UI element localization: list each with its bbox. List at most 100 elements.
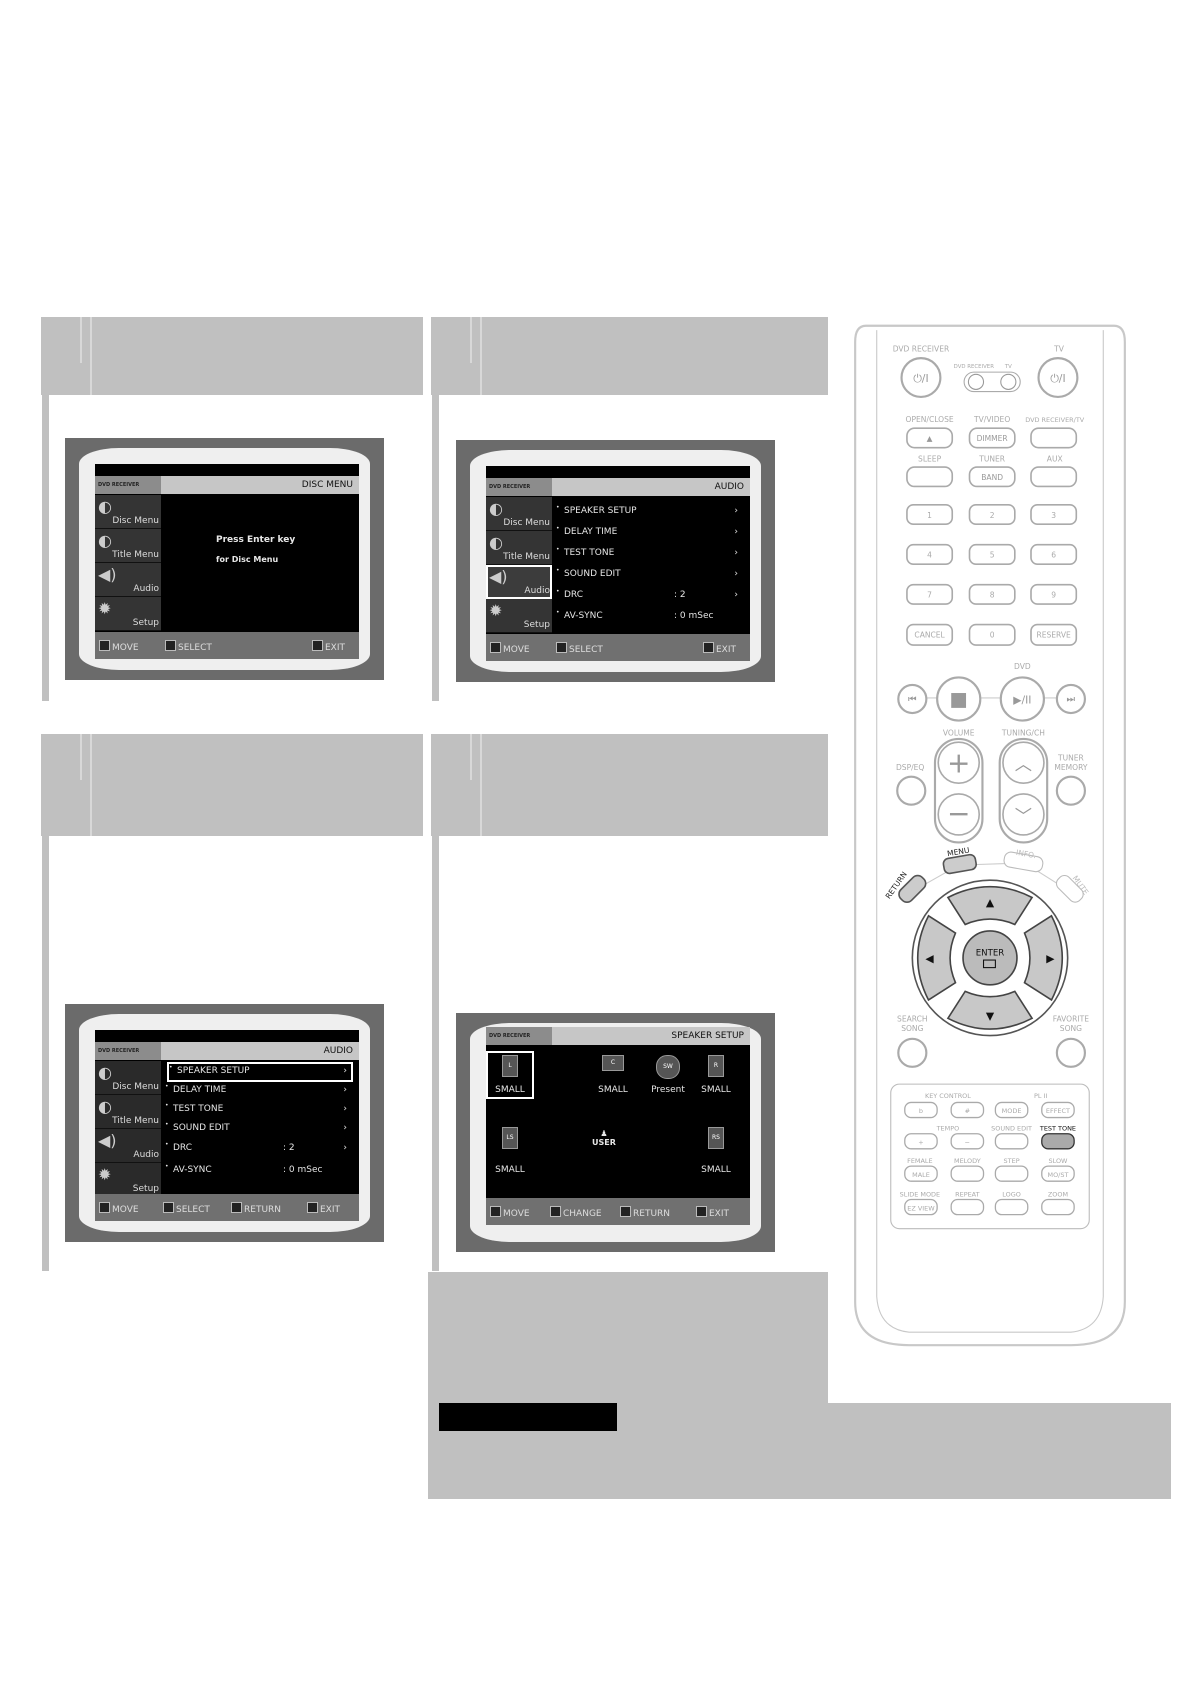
- sidebar-item-disc-menu[interactable]: ◐Disc Menu: [486, 497, 552, 531]
- sidebar-item-title-menu[interactable]: ◐Title Menu: [95, 529, 161, 563]
- disc-icon: ◐: [98, 497, 112, 516]
- key-sharp-button[interactable]: [950, 1101, 985, 1119]
- next-button[interactable]: [1055, 683, 1087, 715]
- key-2[interactable]: [968, 504, 1016, 526]
- function-panel: [890, 1083, 1090, 1230]
- volume-down-button[interactable]: [937, 793, 981, 836]
- key-1[interactable]: [906, 504, 954, 526]
- mute-button[interactable]: [1054, 873, 1086, 905]
- key-3[interactable]: [1030, 504, 1078, 526]
- sleep-button[interactable]: [906, 466, 954, 488]
- dvd-receiver-power-button[interactable]: ⏻/I: [900, 357, 942, 399]
- menu-item-delay-time[interactable]: •DELAY TIME›: [165, 1083, 347, 1095]
- menu-item-av-sync[interactable]: •AV-SYNC: 0 mSec: [556, 609, 714, 621]
- test-tone-button[interactable]: [1041, 1133, 1075, 1150]
- footer-move: MOVE: [490, 642, 530, 655]
- svg-text:EZ VIEW: EZ VIEW: [907, 1204, 935, 1212]
- info-button[interactable]: [1003, 851, 1044, 873]
- step-2-border: [432, 395, 439, 701]
- menu-item-sound-edit[interactable]: •SOUND EDIT›: [556, 567, 738, 579]
- tempo-up-button[interactable]: [904, 1133, 938, 1150]
- step-button[interactable]: [994, 1165, 1029, 1182]
- sidebar-item-title-menu[interactable]: ◐Title Menu: [95, 1095, 161, 1129]
- menu-item-delay-time[interactable]: •DELAY TIME›: [556, 525, 738, 537]
- sidebar-item-audio[interactable]: ◀)Audio: [95, 1129, 161, 1163]
- key-8[interactable]: [968, 583, 1016, 605]
- sound-edit-button[interactable]: [994, 1133, 1029, 1150]
- menu-item-av-sync[interactable]: •AV-SYNC: 0 mSec: [165, 1163, 323, 1175]
- return-button[interactable]: [896, 873, 928, 905]
- menu-item-test-tone[interactable]: •TEST TONE›: [165, 1102, 347, 1114]
- volume-up-button[interactable]: [937, 741, 981, 784]
- repeat-button[interactable]: [950, 1198, 985, 1216]
- favorite-song-button[interactable]: [1055, 1037, 1087, 1068]
- menu-item-speaker-setup[interactable]: •SPEAKER SETUP›: [556, 504, 738, 516]
- male-female-button[interactable]: [904, 1165, 938, 1182]
- tv-power-button[interactable]: ⏻/I: [1037, 357, 1079, 399]
- key-flat-button[interactable]: [904, 1101, 938, 1119]
- aux-button[interactable]: [1030, 466, 1078, 488]
- menu-button[interactable]: [942, 853, 977, 875]
- tempo-down-button[interactable]: [950, 1133, 985, 1150]
- sidebar-item-audio[interactable]: ◀)Audio: [486, 565, 552, 599]
- nav-left-button[interactable]: [916, 914, 957, 1002]
- mode-tv-button[interactable]: [1000, 373, 1017, 390]
- tuner-memory-label: TUNER: [1057, 753, 1085, 762]
- sidebar-item-disc-menu[interactable]: ◐Disc Menu: [95, 495, 161, 529]
- effect-button[interactable]: [1041, 1101, 1075, 1119]
- tuning-up-button[interactable]: [1002, 741, 1045, 784]
- sidebar-item-setup[interactable]: ✹Setup: [95, 1163, 161, 1197]
- key-7[interactable]: [906, 583, 954, 605]
- sidebar-item-title-menu[interactable]: ◐Title Menu: [486, 531, 552, 565]
- menu-item-speaker-setup[interactable]: •SPEAKER SETUP›: [167, 1062, 353, 1082]
- sidebar-item-setup[interactable]: ✹Setup: [486, 599, 552, 633]
- slow-mo-st-button[interactable]: [1041, 1165, 1075, 1182]
- nav-right-button[interactable]: [1023, 914, 1064, 1002]
- dimmer-button[interactable]: [968, 427, 1016, 449]
- play-pause-button[interactable]: [999, 676, 1046, 722]
- key-4[interactable]: [906, 543, 954, 565]
- open-close-button[interactable]: [906, 427, 954, 449]
- mode-button[interactable]: [994, 1101, 1029, 1119]
- zoom-button[interactable]: [1041, 1198, 1075, 1216]
- tuner-memory-button[interactable]: [1055, 775, 1087, 806]
- key-5[interactable]: [968, 543, 1016, 565]
- ez-view-button[interactable]: [904, 1198, 938, 1216]
- dvd-receiver-tv-button[interactable]: [1030, 427, 1078, 449]
- enter-button[interactable]: [962, 930, 1018, 986]
- reserve-button[interactable]: [1030, 623, 1078, 646]
- melody-button[interactable]: [950, 1165, 985, 1182]
- mode-dvd-receiver-button[interactable]: [967, 373, 985, 390]
- previous-button[interactable]: [897, 683, 928, 715]
- svg-text:MEMORY: MEMORY: [1054, 763, 1087, 772]
- key-9[interactable]: [1030, 583, 1078, 605]
- cancel-button[interactable]: [906, 623, 954, 646]
- stop-button[interactable]: [936, 676, 982, 722]
- key-0[interactable]: [968, 623, 1016, 646]
- tuning-down-button[interactable]: [1002, 793, 1045, 836]
- key-6[interactable]: [1030, 543, 1078, 565]
- search-song-button[interactable]: [897, 1037, 928, 1068]
- sidebar-item-audio[interactable]: ◀)Audio: [95, 563, 161, 597]
- previous-icon: ⏮: [908, 694, 917, 705]
- screen-title: AUDIO: [552, 478, 750, 496]
- menu-item-drc[interactable]: •DRC: 2›: [165, 1141, 347, 1153]
- band-button[interactable]: [968, 466, 1016, 488]
- sidebar-item-setup[interactable]: ✹Setup: [95, 597, 161, 631]
- menu-item-drc[interactable]: •DRC: 2›: [556, 588, 738, 600]
- plus-icon: +: [947, 746, 971, 779]
- dsp-eq-button[interactable]: [896, 775, 927, 806]
- logo-button[interactable]: [994, 1198, 1029, 1216]
- nav-down-button[interactable]: [946, 990, 1034, 1030]
- menu-item-sound-edit[interactable]: •SOUND EDIT›: [165, 1121, 347, 1133]
- menu-item-test-tone[interactable]: •TEST TONE›: [556, 546, 738, 558]
- select-icon: [165, 640, 176, 651]
- nav-up-button[interactable]: [946, 885, 1034, 926]
- sidebar-item-disc-menu[interactable]: ◐Disc Menu: [95, 1061, 161, 1095]
